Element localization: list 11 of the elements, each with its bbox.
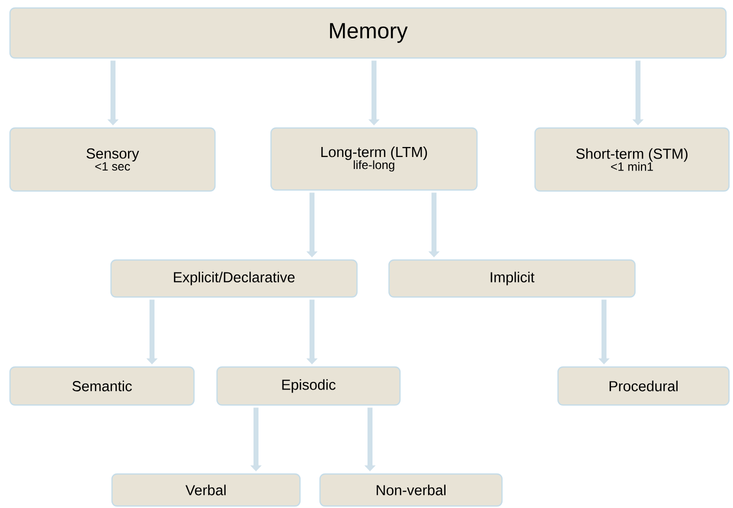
category-box: Episodic bbox=[216, 366, 401, 406]
category-box: Semantic bbox=[9, 366, 195, 406]
category-box: Explicit/Declarative bbox=[110, 259, 358, 298]
title-box: Memory bbox=[9, 7, 727, 59]
category-box: Short-term (STM) <1 min1 bbox=[534, 127, 730, 192]
category-box: Procedural bbox=[557, 366, 730, 406]
category-box: Long-term (LTM) life-long bbox=[270, 127, 478, 191]
category-box: Implicit bbox=[388, 259, 636, 298]
category-box: Non-verbal bbox=[319, 473, 503, 507]
category-box: Verbal bbox=[111, 473, 301, 507]
category-box: Sensory <1 sec bbox=[9, 127, 216, 192]
